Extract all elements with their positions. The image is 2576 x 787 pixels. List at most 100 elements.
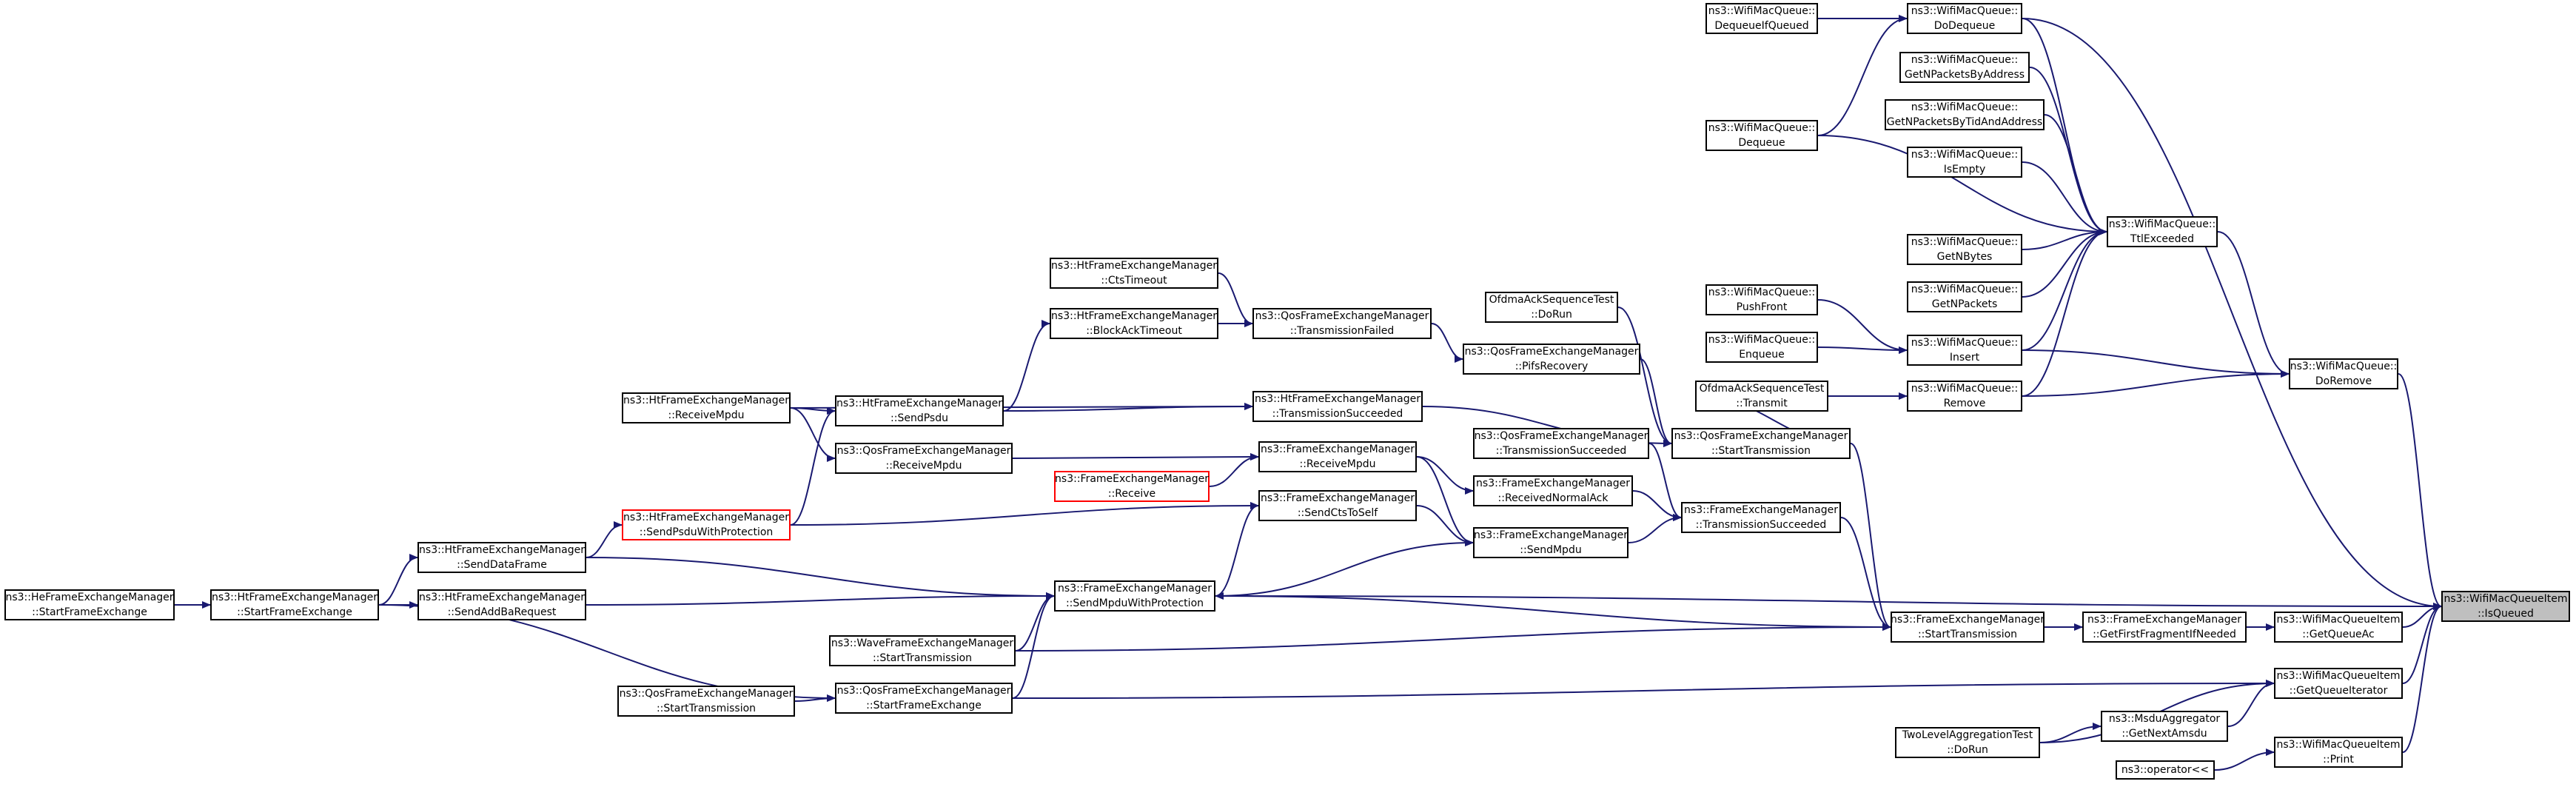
node-msduaggregator-getnextamsdu[interactable]: ns3::MsduAggregator::GetNextAmsdu — [2101, 711, 2228, 742]
node-htfem-startframeexchange[interactable]: ns3::HtFrameExchangeManager::StartFrameE… — [210, 589, 379, 620]
node-ofdmaacksequencetest-dorun[interactable]: OfdmaAckSequenceTest::DoRun — [1485, 292, 1618, 323]
node-label-line1: ns3::HeFrameExchangeManager — [5, 592, 174, 603]
node-fem-transmissionsucceeded[interactable]: ns3::FrameExchangeManager::TransmissionS… — [1681, 502, 1841, 533]
edge-insert-to-ttlexceeded — [2022, 228, 2107, 351]
node-label-line1: ns3::FrameExchangeManager — [1474, 529, 1628, 541]
edge-htsendpsduwp-to-htsendpsdu — [790, 407, 836, 526]
node-twolevelaggregationtest-dorun[interactable]: TwoLevelAggregationTest::DoRun — [1895, 727, 2040, 758]
edge-qosstartfe-to-sendmpduwp — [1012, 592, 1055, 699]
node-qosfem-starttransmission-2[interactable]: ns3::QosFrameExchangeManager::StartTrans… — [617, 686, 795, 717]
node-label-line2: ::SendDataFrame — [457, 559, 547, 571]
node-label-line2: ::GetQueueAc — [2302, 629, 2375, 640]
node-label-line2: ::Transmit — [1736, 398, 1788, 409]
node-label-line1: ns3::WifiMacQueue:: — [1708, 5, 1816, 17]
node-htfem-senddataframe[interactable]: ns3::HtFrameExchangeManager::SendDataFra… — [417, 542, 586, 573]
node-wifimacqueue-isempty[interactable]: ns3::WifiMacQueue::IsEmpty — [1907, 147, 2022, 178]
node-fem-starttransmission[interactable]: ns3::FrameExchangeManager::StartTransmis… — [1891, 612, 2045, 643]
node-wifimacqueue-remove[interactable]: ns3::WifiMacQueue::Remove — [1907, 381, 2022, 412]
node-wifimacqueue-dodequeue[interactable]: ns3::WifiMacQueue::DoDequeue — [1907, 3, 2022, 34]
edge-sendmpduwp-to-sendmpdu — [1215, 539, 1474, 597]
node-operator-shift[interactable]: ns3::operator<< — [2116, 760, 2215, 780]
node-ofdmaacksequencetest-transmit[interactable]: OfdmaAckSequenceTest::Transmit — [1695, 381, 1828, 412]
edge-remove-to-ttlexceeded — [2022, 228, 2107, 397]
node-label-line2: ::DoRun — [1947, 744, 1988, 756]
node-label-line2: DoRemove — [2315, 375, 2372, 387]
node-wavefem-starttransmission[interactable]: ns3::WaveFrameExchangeManager::StartTran… — [829, 635, 1016, 666]
node-label-line1: ns3::WifiMacQueue:: — [1911, 383, 2019, 395]
node-label-line2: ::DoRun — [1531, 309, 1572, 321]
node-htfem-receivempdu[interactable]: ns3::HtFrameExchangeManager::ReceiveMpdu — [622, 392, 791, 423]
edge-print-to-isqueued — [2402, 603, 2442, 753]
node-label-line1: ns3::WifiMacQueueItem — [2443, 593, 2568, 605]
edge-dodequeue-to-isqueued — [2022, 18, 2442, 610]
node-htfem-ctstimeout[interactable]: ns3::HtFrameExchangeManager::CtsTimeout — [1050, 258, 1218, 289]
node-label-line1: ns3::WifiMacQueue:: — [1911, 284, 2019, 295]
node-wifimacqueue-getnbytes[interactable]: ns3::WifiMacQueue::GetNBytes — [1907, 234, 2022, 265]
node-label-line2: ::TransmissionFailed — [1289, 325, 1395, 337]
node-fem-receivednormalack[interactable]: ns3::FrameExchangeManager::ReceivedNorma… — [1473, 475, 1633, 506]
node-label-line2: TtlExceeded — [2130, 233, 2195, 245]
node-fem-sendmpduwithprotection[interactable]: ns3::FrameExchangeManager::SendMpduWithP… — [1054, 580, 1215, 612]
node-label-line1: ns3::HtFrameExchangeManager — [1051, 260, 1217, 272]
edge-htrecvmpdu-to-qosrecvmpdu — [790, 407, 836, 462]
node-label-line1: ns3::QosFrameExchangeManager — [1674, 430, 1848, 442]
node-label-line2: ::SendMpduWithProtection — [1065, 597, 1204, 609]
edge-htsendaddba-to-sendmpduwp — [586, 592, 1055, 606]
node-qosfem-startframeexchange[interactable]: ns3::QosFrameExchangeManager::StartFrame… — [835, 683, 1013, 714]
node-wifimacqueue-dequeue[interactable]: ns3::WifiMacQueue::Dequeue — [1705, 120, 1818, 151]
node-wifimacqueue-getnpackets[interactable]: ns3::WifiMacQueue::GetNPackets — [1907, 281, 2022, 312]
node-label-line1: ns3::QosFrameExchangeManager — [1255, 310, 1429, 322]
node-label-line1: ns3::HtFrameExchangeManager — [836, 398, 1002, 409]
node-label-line2: ::CtsTimeout — [1101, 275, 1167, 287]
node-htfem-transmissionsucceeded[interactable]: ns3::HtFrameExchangeManager::Transmissio… — [1252, 391, 1423, 422]
node-wifimacqueue-pushfront[interactable]: ns3::WifiMacQueue::PushFront — [1705, 284, 1818, 315]
node-fem-sendmpdu[interactable]: ns3::FrameExchangeManager::SendMpdu — [1473, 527, 1629, 558]
node-label-line2: Remove — [1943, 398, 1986, 409]
node-wifimacqueue-ttlexceeded[interactable]: ns3::WifiMacQueue::TtlExceeded — [2107, 216, 2218, 247]
node-label-line2: ::ReceiveMpdu — [1299, 458, 1376, 470]
node-qosfem-transmissionfailed[interactable]: ns3::QosFrameExchangeManager::Transmissi… — [1252, 308, 1432, 339]
node-wifimacqueueitem-print[interactable]: ns3::WifiMacQueueItem::Print — [2274, 737, 2403, 768]
node-label-line1: ns3::WifiMacQueue:: — [1708, 122, 1816, 134]
edge-getnpackets-to-ttlexceeded — [2022, 228, 2107, 298]
node-htfem-sendpsdu[interactable]: ns3::HtFrameExchangeManager::SendPsdu — [835, 395, 1004, 426]
node-wifimacqueue-getnpacketsbyaddress[interactable]: ns3::WifiMacQueue::GetNPacketsByAddress — [1899, 52, 2030, 83]
edge-domove-to-isqueued — [2398, 373, 2442, 610]
node-qosfem-pifsrecovery[interactable]: ns3::QosFrameExchangeManager::PifsRecove… — [1463, 344, 1640, 375]
node-fem-receive[interactable]: ns3::FrameExchangeManager::Receive — [1054, 471, 1210, 502]
node-label-line2: ::SendCtsToSelf — [1297, 507, 1378, 519]
node-label-line1: OfdmaAckSequenceTest — [1699, 383, 1825, 395]
node-wifimacqueueitem-getqueueac[interactable]: ns3::WifiMacQueueItem::GetQueueAc — [2274, 612, 2403, 643]
node-label-line1: ns3::QosFrameExchangeManager — [1474, 430, 1648, 442]
edge-sendmpduwp-to-sendctstoself — [1215, 502, 1259, 597]
node-wifimacqueue-enqueue[interactable]: ns3::WifiMacQueue::Enqueue — [1705, 332, 1818, 363]
node-wifimacqueue-doremove[interactable]: ns3::WifiMacQueue::DoRemove — [2289, 358, 2398, 389]
node-htfem-sendaddbarequest[interactable]: ns3::HtFrameExchangeManager::SendAddBaRe… — [417, 589, 586, 620]
edge-dequeue-to-dodequeue — [1817, 15, 1908, 136]
node-label-line1: ns3::HtFrameExchangeManager — [419, 544, 585, 556]
node-label-line1: ns3::QosFrameExchangeManager — [1464, 346, 1639, 358]
node-qosfem-transmissionsucceeded[interactable]: ns3::QosFrameExchangeManager::Transmissi… — [1473, 428, 1649, 459]
node-label-line2: ::TransmissionSucceeded — [1272, 408, 1403, 420]
edge-getnextamsdu-to-getqueueit — [2227, 680, 2275, 727]
node-label-line2: ::Print — [2323, 754, 2354, 766]
node-label-line2: ::SendPsduWithProtection — [639, 526, 774, 538]
node-wifimacqueue-getnpacketsbytidandaddress[interactable]: ns3::WifiMacQueue::GetNPacketsByTidAndAd… — [1885, 99, 2045, 130]
node-fem-sendctstoself[interactable]: ns3::FrameExchangeManager::SendCtsToSelf — [1258, 490, 1417, 521]
node-label-line2: Dequeue — [1738, 137, 1785, 149]
node-label-line1: ns3::HtFrameExchangeManager — [419, 592, 585, 603]
node-wifimacqueue-insert[interactable]: ns3::WifiMacQueue::Insert — [1907, 335, 2022, 366]
node-label-line2: DoDequeue — [1933, 20, 1996, 32]
node-label-line2: ::ReceiveMpdu — [668, 409, 745, 421]
node-label-line1: ns3::FrameExchangeManager — [1476, 478, 1630, 489]
node-htfem-blockacktimeout[interactable]: ns3::HtFrameExchangeManager::BlockAckTim… — [1050, 308, 1218, 339]
node-qosfem-starttransmission[interactable]: ns3::QosFrameExchangeManager::StartTrans… — [1671, 428, 1851, 459]
node-fem-receivempdu[interactable]: ns3::FrameExchangeManager::ReceiveMpdu — [1258, 441, 1417, 472]
node-fem-getfirstfragmentifneeded[interactable]: ns3::FrameExchangeManager::GetFirstFragm… — [2082, 612, 2247, 643]
node-wifimacqueueitem-getqueueiterator[interactable]: ns3::WifiMacQueueItem::GetQueueIterator — [2274, 668, 2403, 699]
node-qosfem-receivempdu[interactable]: ns3::QosFrameExchangeManager::ReceiveMpd… — [835, 443, 1013, 474]
node-hefem-startframeexchange[interactable]: ns3::HeFrameExchangeManager::StartFrameE… — [4, 589, 175, 620]
node-wifimacqueue-dequeueifqueued[interactable]: ns3::WifiMacQueue::DequeueIfQueued — [1705, 3, 1818, 34]
node-label-line2: Insert — [1949, 352, 1980, 364]
node-htfem-sendpsduwithprotection[interactable]: ns3::HtFrameExchangeManager::SendPsduWit… — [622, 509, 791, 540]
